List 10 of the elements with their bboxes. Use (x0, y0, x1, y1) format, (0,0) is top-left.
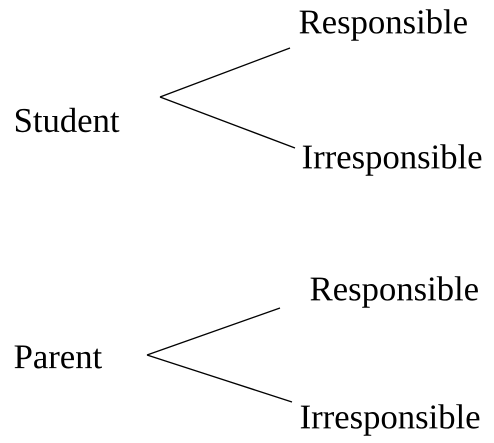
branch-line (160, 47, 290, 98)
node-label: Irresponsible (302, 144, 482, 176)
node-label: Irresponsible (300, 404, 480, 436)
branch-line (146, 354, 292, 403)
node-label: Responsible (300, 9, 467, 41)
branch-line (160, 96, 296, 149)
node-label: Responsible (310, 276, 478, 308)
node-label: Parent (14, 345, 102, 368)
node-label: Student (16, 108, 120, 132)
branch-line (146, 307, 280, 356)
